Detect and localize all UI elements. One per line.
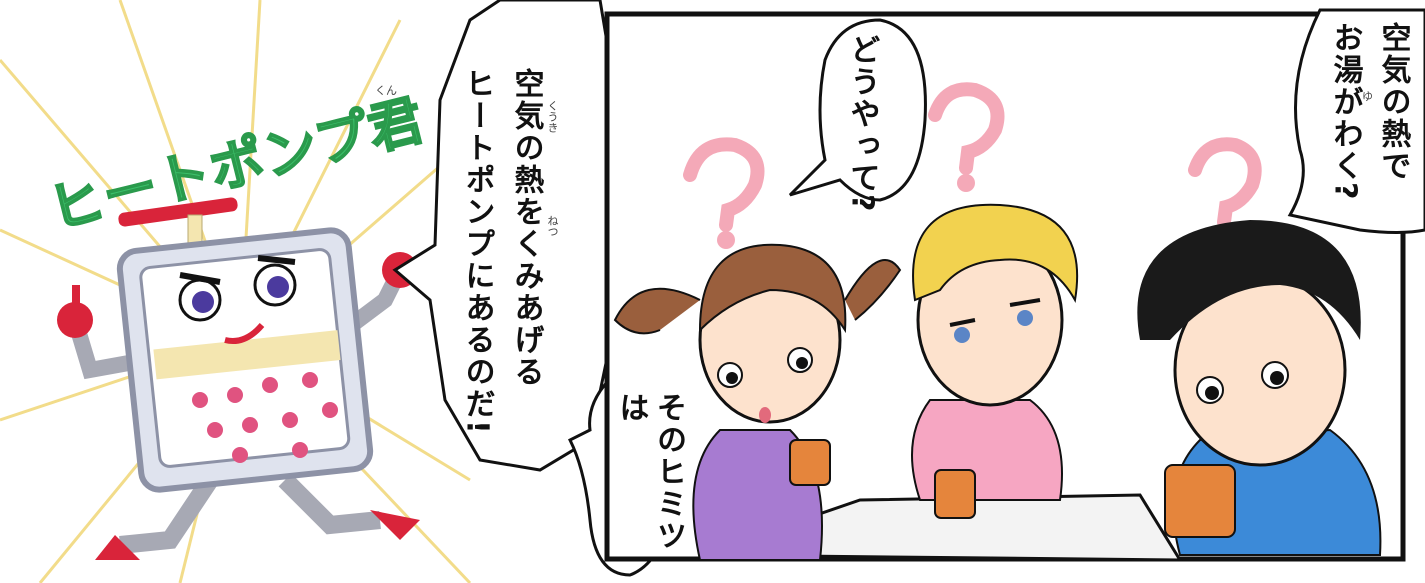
secret-text: そのヒミツは [613,392,687,552]
pump-speech-line-2: ヒートポンプにあるのだ! [459,68,495,436]
furigana-kuuki: くうき [546,100,559,133]
heat-pump-character [57,197,420,560]
question-marks [683,82,1262,232]
how-speech-bubble [788,18,927,202]
title-ruby: くん [375,84,397,97]
blond-boy-character [911,203,1079,519]
furigana-yu: ゆ [1362,90,1373,103]
furigana-netsu: ねつ [546,215,559,237]
pump-speech-line-1: 空気の熱をくみあげる [508,68,544,388]
boy-speech-line-1: 空気の熱で [1375,22,1411,182]
dark-haired-boy-character [1137,220,1382,556]
girl-character [613,243,902,561]
how-text: どうやって? [844,34,880,214]
boy-speech-bubble [1287,8,1425,234]
boy-speech-line-2: お湯がわく? [1327,22,1363,202]
